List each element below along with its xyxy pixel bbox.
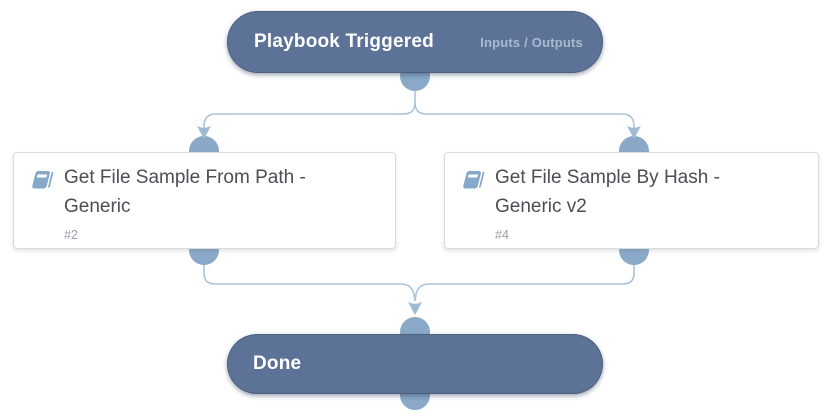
arrow-down-icon xyxy=(627,126,641,139)
playbook-book-icon xyxy=(29,169,55,193)
task-title: Get File Sample By Hash - Generic v2 xyxy=(495,167,720,217)
arrow-down-icon xyxy=(197,126,211,139)
edge-trigger-to-left-task xyxy=(203,101,416,128)
node-done[interactable]: Done xyxy=(227,334,603,394)
node-get-file-sample-from-path[interactable]: Get File Sample From Path - Generic #2 xyxy=(13,152,396,249)
task-text-block: Get File Sample By Hash - Generic v2 #4 xyxy=(495,163,795,242)
task-title: Get File Sample From Path - Generic xyxy=(64,167,306,217)
task-id-badge: #2 xyxy=(64,228,78,242)
task-id-badge: #4 xyxy=(495,228,509,242)
node-playbook-triggered[interactable]: Playbook Triggered Inputs / Outputs xyxy=(227,11,603,73)
arrowheads xyxy=(197,126,641,315)
trigger-node-title: Playbook Triggered xyxy=(254,31,434,52)
inputs-outputs-button[interactable]: Inputs / Outputs xyxy=(480,34,583,50)
edge-left-task-to-done xyxy=(203,260,416,302)
node-get-file-sample-by-hash[interactable]: Get File Sample By Hash - Generic v2 #4 xyxy=(444,152,819,249)
edge-lines xyxy=(203,85,635,302)
playbook-book-icon xyxy=(460,169,486,193)
done-node-title: Done xyxy=(253,353,302,374)
task-text-block: Get File Sample From Path - Generic #2 xyxy=(64,163,364,242)
arrow-down-icon xyxy=(408,302,422,315)
edge-right-task-to-done xyxy=(414,260,635,302)
edge-trigger-to-right-task xyxy=(414,101,635,128)
